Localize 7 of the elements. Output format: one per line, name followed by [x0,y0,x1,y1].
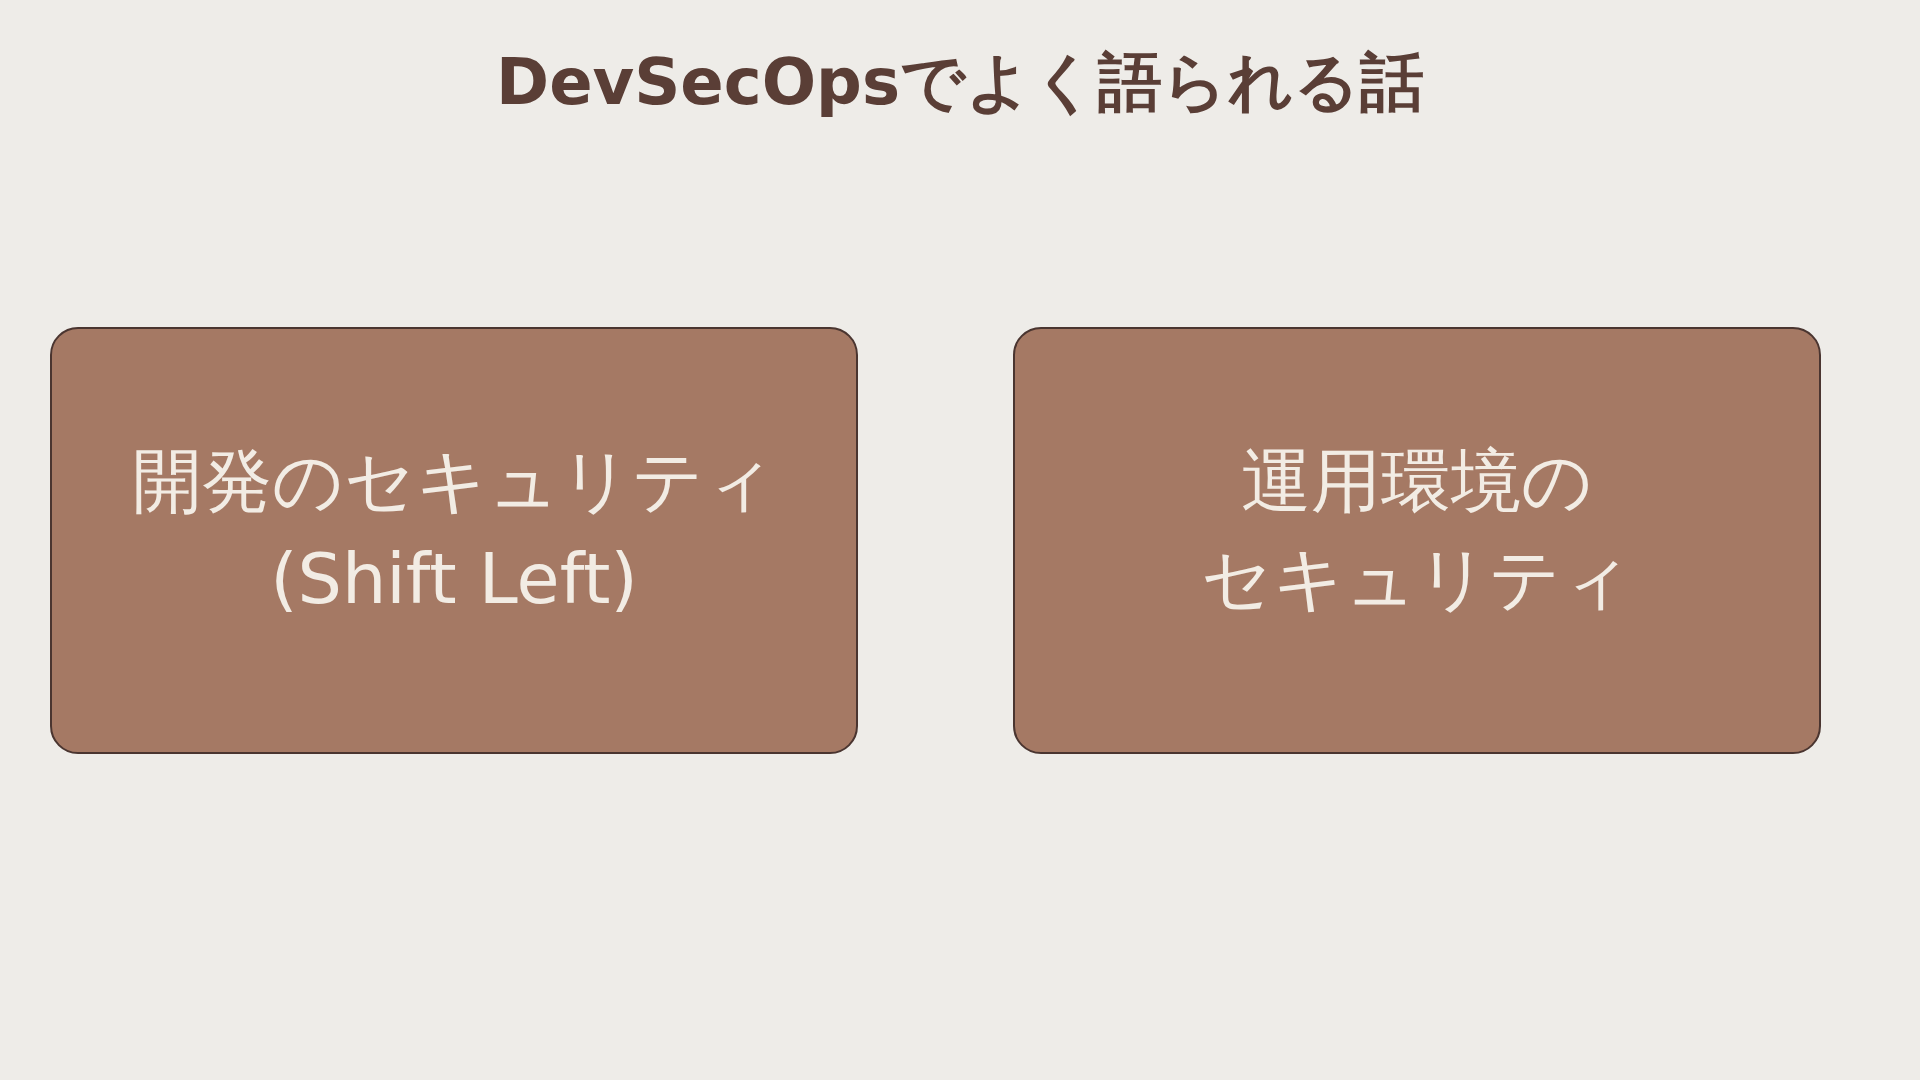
box-label: セキュリティ [1201,536,1633,622]
box-label: 運用環境の [1241,438,1593,524]
box-label: (Shift Left) [270,536,638,622]
title: DevSecOpsでよく語られる話 [496,44,1424,121]
box-label: 開発のセキュリティ [132,438,776,524]
rounded-box [1013,327,1821,754]
rounded-box [50,327,858,754]
